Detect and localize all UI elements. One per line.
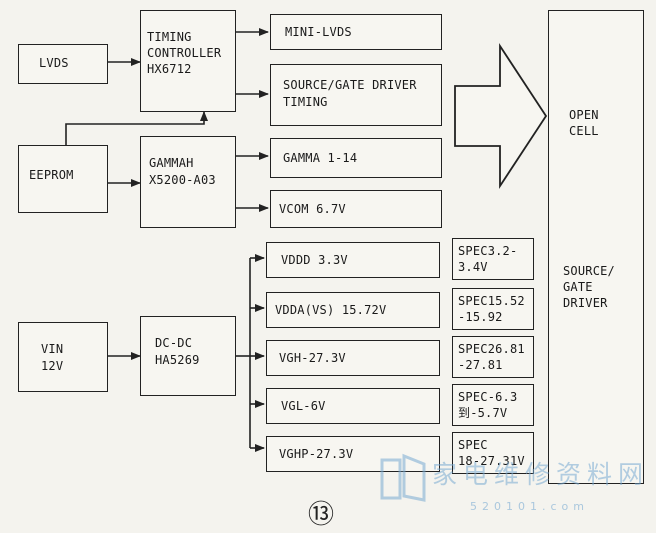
vdda-block: VDDA(VS) 15.72V: [266, 292, 440, 328]
gamma-out-block: GAMMA 1-14: [270, 138, 442, 178]
gamma-ic-label: GAMMAH X5200-A03: [149, 156, 216, 187]
spec-vgh-label: SPEC26.81 -27.81: [458, 342, 525, 372]
spec-vdda-block: SPEC15.52 -15.92: [452, 288, 534, 330]
vghp-block: VGHP-27.3V: [266, 436, 440, 472]
timing-controller-label: TIMING CONTROLLER HX6712: [147, 30, 222, 76]
spec-vgh-block: SPEC26.81 -27.81: [452, 336, 534, 378]
figure-number: ⑬: [308, 500, 335, 530]
source-gate-driver-label: SOURCE/ GATE DRIVER: [563, 264, 615, 310]
watermark-logo-icon: [380, 453, 426, 502]
dcdc-block: DC-DC HA5269: [140, 316, 236, 396]
vghp-label: VGHP-27.3V: [279, 447, 354, 461]
spec-vghp-block: SPEC 18-27.31V: [452, 432, 534, 474]
watermark-text: 家电维修资料网: [432, 460, 650, 489]
open-cell-block: OPEN CELL SOURCE/ GATE DRIVER: [548, 10, 644, 484]
vcom-label: VCOM 6.7V: [279, 202, 346, 216]
vgh-label: VGH-27.3V: [279, 351, 346, 365]
vin-block: VIN 12V: [18, 322, 108, 392]
source-gate-timing-label: SOURCE/GATE DRIVER TIMING: [283, 78, 417, 109]
mini-lvds-label: MINI-LVDS: [285, 25, 352, 39]
vddd-label: VDDD 3.3V: [281, 253, 348, 267]
wire-eeprom-tcon: [65, 111, 208, 145]
vcom-block: VCOM 6.7V: [270, 190, 442, 228]
lvds-block: LVDS: [18, 44, 108, 84]
spec-vgl-block: SPEC-6.3 到-5.7V: [452, 384, 534, 426]
vgh-block: VGH-27.3V: [266, 340, 440, 376]
gamma-ic-block: GAMMAH X5200-A03: [140, 136, 236, 228]
eeprom-block: EEPROM: [18, 145, 108, 213]
vgl-block: VGL-6V: [266, 388, 440, 424]
vdda-label: VDDA(VS) 15.72V: [275, 303, 387, 317]
vgl-label: VGL-6V: [281, 399, 326, 413]
spec-vgl-label: SPEC-6.3 到-5.7V: [458, 390, 518, 420]
spec-vddd-block: SPEC3.2- 3.4V: [452, 238, 534, 280]
mini-lvds-block: MINI-LVDS: [270, 14, 442, 50]
timing-controller-block: TIMING CONTROLLER HX6712: [140, 10, 236, 112]
spec-vghp-label: SPEC 18-27.31V: [458, 438, 525, 468]
dcdc-label: DC-DC HA5269: [155, 336, 200, 367]
eeprom-label: EEPROM: [29, 168, 74, 182]
spec-vdda-label: SPEC15.52 -15.92: [458, 294, 525, 324]
source-gate-timing-block: SOURCE/GATE DRIVER TIMING: [270, 64, 442, 126]
open-cell-label: OPEN CELL: [569, 108, 599, 138]
vin-label: VIN 12V: [41, 342, 64, 373]
watermark-url: 520101.com: [470, 500, 589, 513]
gamma-out-label: GAMMA 1-14: [283, 151, 358, 165]
lvds-label: LVDS: [39, 56, 69, 70]
big-arrow-to-open-cell: [454, 42, 548, 190]
spec-vddd-label: SPEC3.2- 3.4V: [458, 244, 518, 274]
vddd-block: VDDD 3.3V: [266, 242, 440, 278]
